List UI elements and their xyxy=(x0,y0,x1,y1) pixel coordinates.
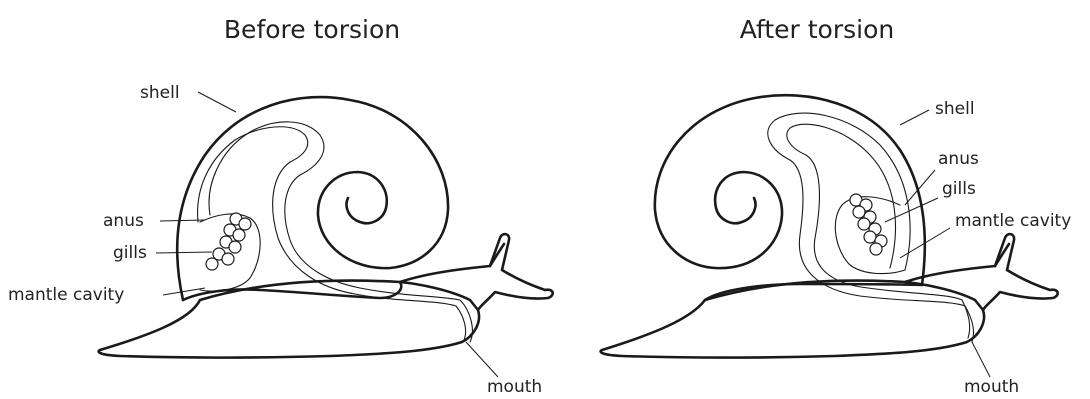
leader-shell-before xyxy=(198,92,236,112)
label-mouth-before: mouth xyxy=(487,377,542,397)
panel-title-before: Before torsion xyxy=(224,15,400,44)
label-anus-after: anus xyxy=(938,149,979,169)
label-shell-after: shell xyxy=(935,99,975,119)
label-anus-before: anus xyxy=(103,211,144,231)
label-mantle-cavity-after: mantle cavity xyxy=(955,211,1071,231)
label-shell-before: shell xyxy=(140,83,180,103)
snail-body-after xyxy=(601,281,984,358)
gills-after xyxy=(850,194,887,255)
label-gills-before: gills xyxy=(113,243,147,263)
gills-before xyxy=(206,213,251,270)
leader-mouth-after xyxy=(972,342,990,377)
label-mouth-after: mouth xyxy=(964,377,1019,397)
panel-after-torsion: After torsion shell anus xyxy=(601,15,1072,397)
label-gills-after: gills xyxy=(942,179,976,199)
panel-before-torsion: Before torsion shell anus xyxy=(8,15,553,397)
panel-title-after: After torsion xyxy=(740,15,894,44)
shell-outline-after xyxy=(655,95,925,285)
label-mantle-cavity-before: mantle cavity xyxy=(8,285,124,305)
leader-mouth-before xyxy=(466,342,498,377)
leader-shell-after xyxy=(900,110,929,125)
leader-gills-before xyxy=(156,252,212,253)
